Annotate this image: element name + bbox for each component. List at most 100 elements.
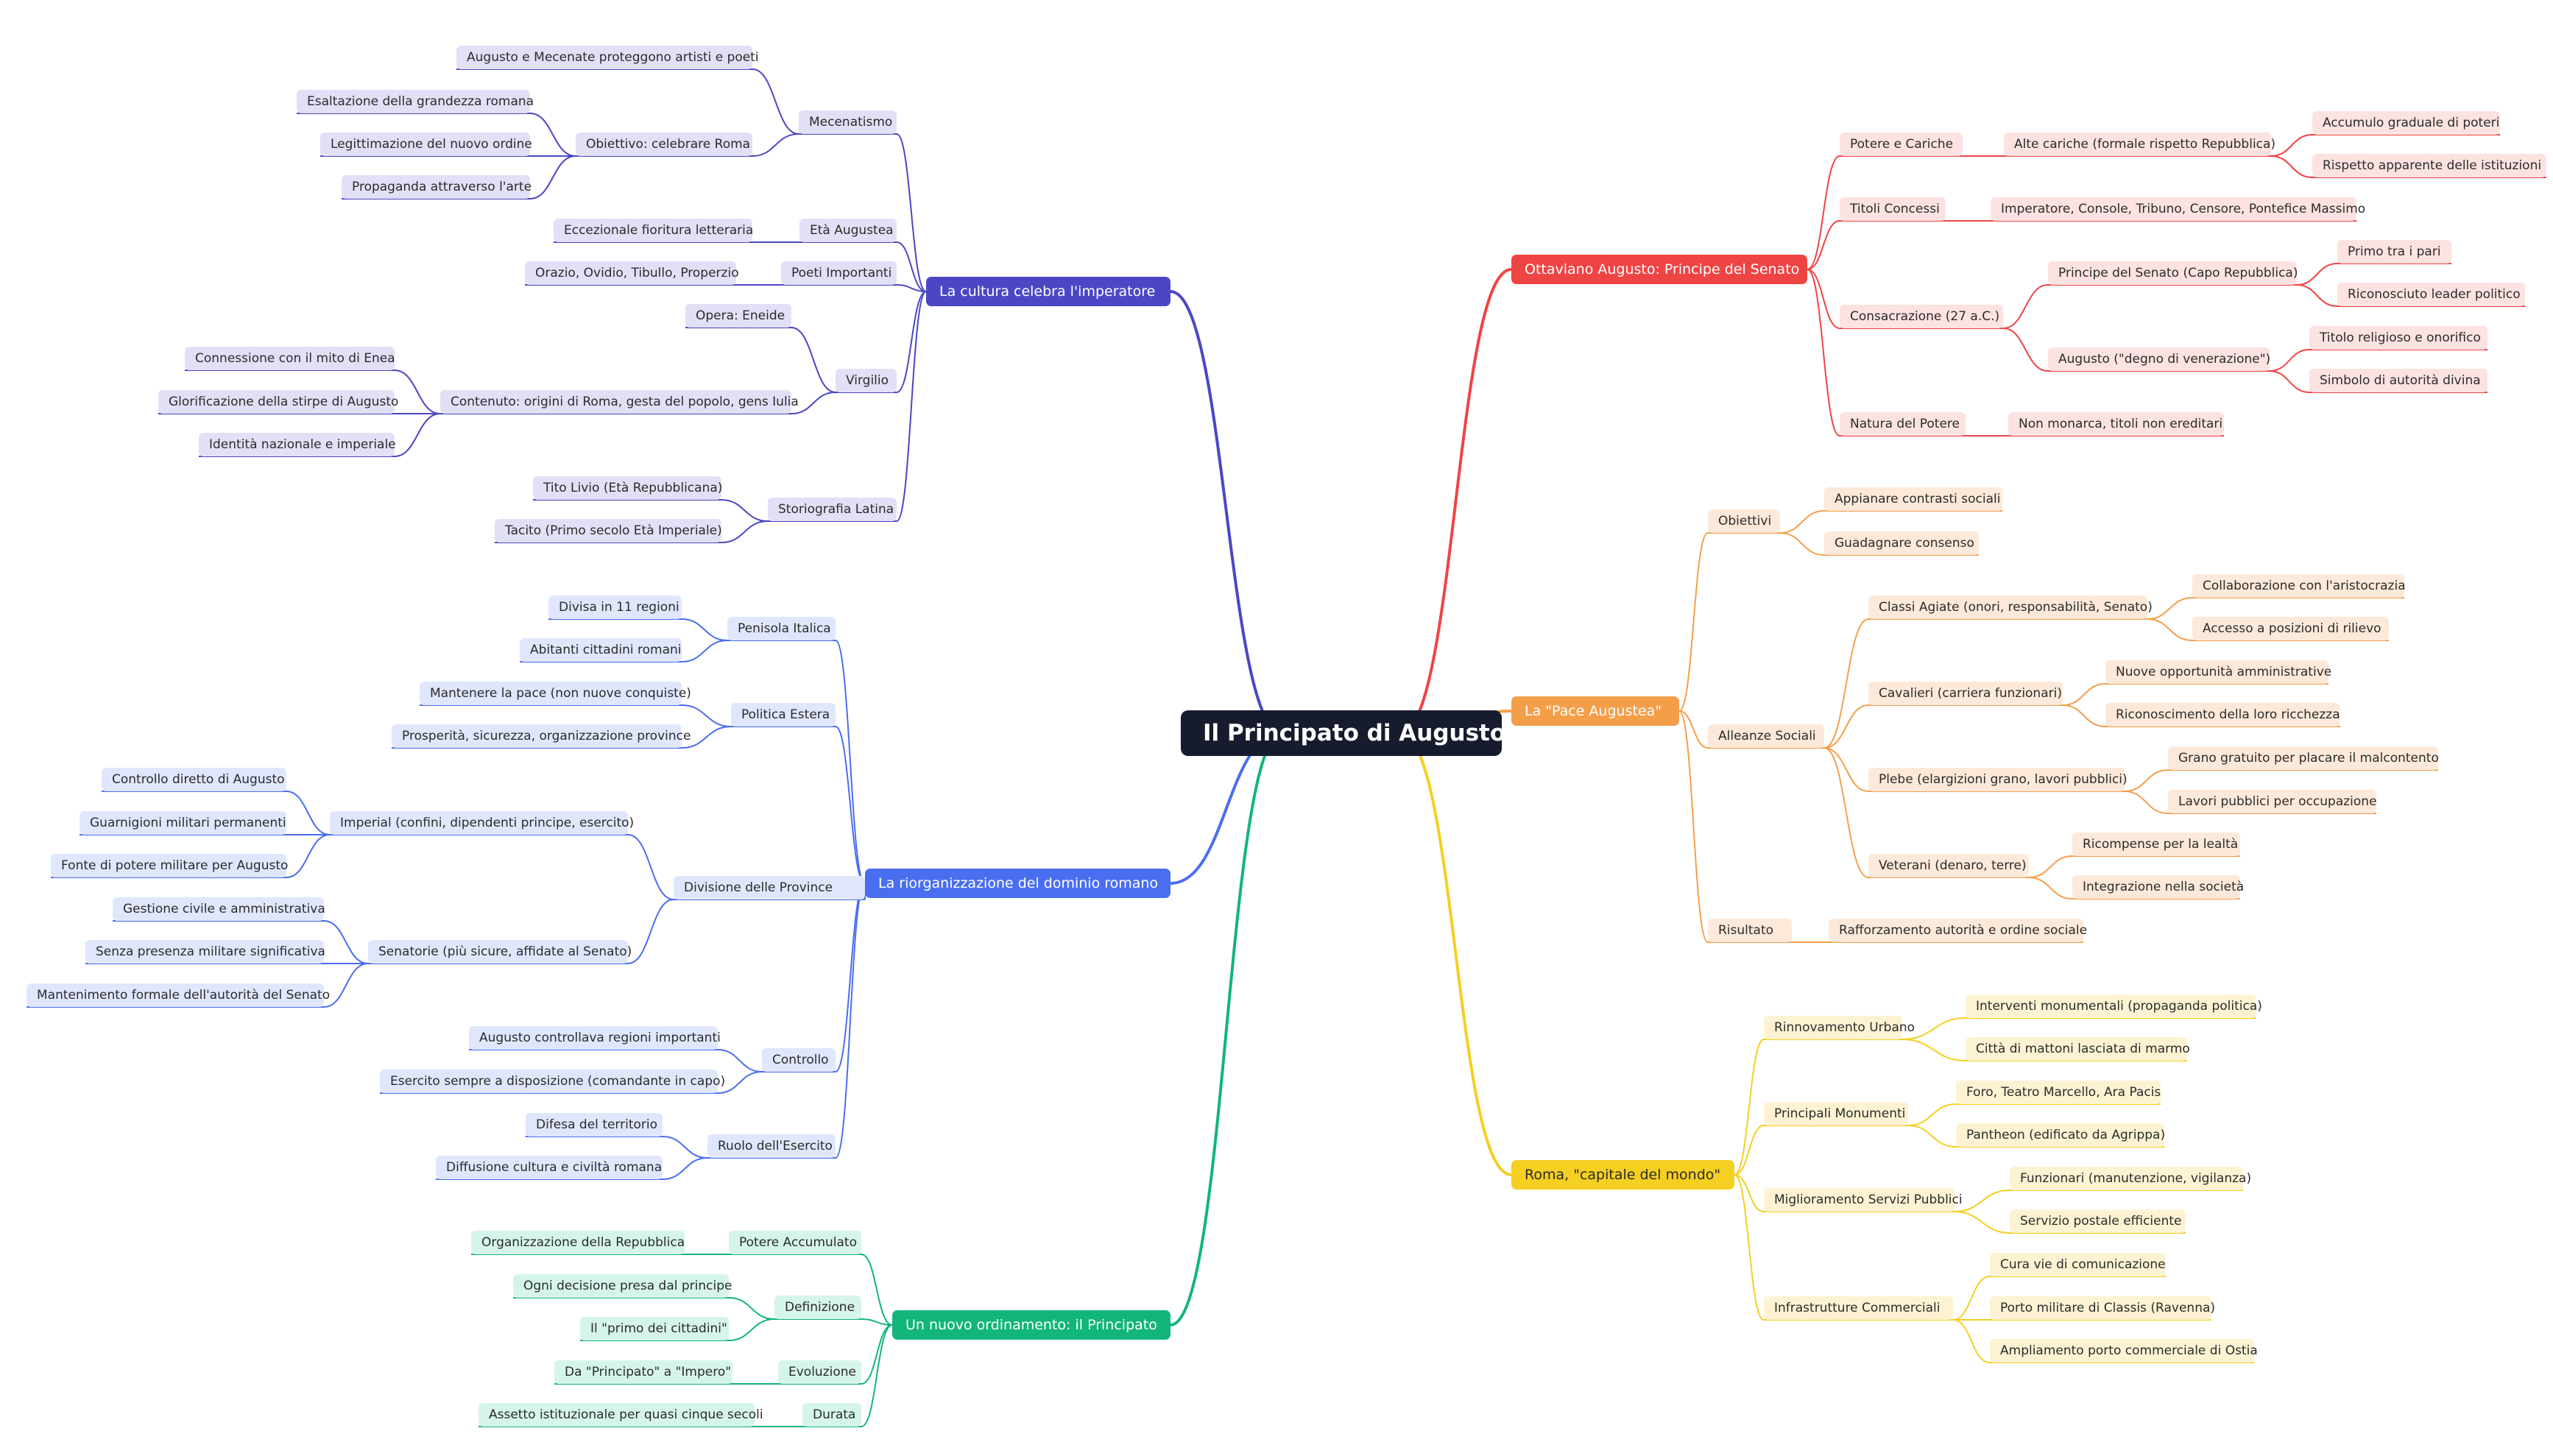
ampliamento-porto-commerciale-di-ostia[interactable]: Ampliamento porto commerciale di Ostia [1990,1339,2258,1363]
abitanti-cittadini-romani[interactable]: Abitanti cittadini romani [520,638,682,662]
accumulo-graduale-di-poteri[interactable]: Accumulo graduale di poteri [2312,111,2500,135]
cura-vie-di-comunicazione[interactable]: Cura vie di comunicazione [1990,1253,2166,1276]
senatorie-piu-sicure-affidate-al-senato[interactable]: Senatorie (più sicure, affidate al Senat… [368,940,632,964]
natura-del-potere[interactable]: Natura del Potere [1840,412,1966,436]
assetto-istituzionale-per-quasi-cinque-secoli[interactable]: Assetto istituzionale per quasi cinque s… [479,1403,763,1427]
augusto-e-mecenate-proteggono-artisti-e-poeti[interactable]: Augusto e Mecenate proteggono artisti e … [456,46,759,69]
integrazione-nella-societa[interactable]: Integrazione nella società [2072,875,2244,899]
guarnigioni-militari-permanenti[interactable]: Guarnigioni militari permanenti [80,811,286,835]
evoluzione[interactable]: Evoluzione [778,1360,861,1384]
potere-e-cariche[interactable]: Potere e Cariche [1840,132,1963,156]
primo-tra-i-pari[interactable]: Primo tra i pari [2337,240,2451,264]
storiografia-latina[interactable]: Storiografia Latina [768,498,897,521]
penisola-italica[interactable]: Penisola Italica [727,617,836,640]
difesa-del-territorio[interactable]: Difesa del territorio [526,1113,663,1137]
glorificazione-della-stirpe-di-augusto[interactable]: Glorificazione della stirpe di Augusto [158,390,398,414]
veterani-denaro-terre[interactable]: Veterani (denaro, terre) [1868,854,2029,877]
legittimazione-del-nuovo-ordine[interactable]: Legittimazione del nuovo ordine [320,132,532,156]
porto-militare-di-classis-ravenna[interactable]: Porto militare di Classis (Ravenna) [1990,1296,2215,1320]
mecenatismo[interactable]: Mecenatismo [799,110,897,134]
principe-del-senato-capo-repubblica[interactable]: Principe del Senato (Capo Repubblica) [2048,261,2298,285]
risultato[interactable]: Risultato [1708,919,1792,942]
riconosciuto-leader-politico[interactable]: Riconosciuto leader politico [2337,283,2525,306]
definizione[interactable]: Definizione [774,1296,861,1319]
interventi-monumentali-propaganda-politica[interactable]: Interventi monumentali (propaganda polit… [1966,994,2262,1018]
rinnovamento-urbano[interactable]: Rinnovamento Urbano [1764,1016,1915,1039]
branch-un-nuovo-ordinamento-il-principato[interactable]: Un nuovo ordinamento: il Principato [892,1310,1170,1340]
grano-gratuito-per-placare-il-malcontento[interactable]: Grano gratuito per placare il malcontent… [2168,746,2439,770]
gestione-civile-e-amministrativa[interactable]: Gestione civile e amministrativa [113,897,325,921]
guadagnare-consenso[interactable]: Guadagnare consenso [1824,531,1979,555]
cavalieri-carriera-funzionari[interactable]: Cavalieri (carriera funzionari) [1868,682,2063,705]
da-principato-a-impero[interactable]: Da "Principato" a "Impero" [554,1360,732,1384]
titolo-religioso-e-onorifico[interactable]: Titolo religioso e onorifico [2309,326,2487,350]
consacrazione-27-a-c[interactable]: Consacrazione (27 a.C.) [1840,305,2003,328]
connessione-con-il-mito-di-enea[interactable]: Connessione con il mito di Enea [185,347,395,370]
foro-teatro-marcello-ara-pacis[interactable]: Foro, Teatro Marcello, Ara Pacis [1956,1081,2161,1104]
titoli-concessi[interactable]: Titoli Concessi [1840,197,1946,221]
simbolo-di-autorita-divina[interactable]: Simbolo di autorità divina [2309,369,2487,392]
senza-presenza-militare-significativa[interactable]: Senza presenza militare significativa [85,940,325,964]
poeti-importanti[interactable]: Poeti Importanti [781,261,897,285]
branch-roma-capitale-del-mondo[interactable]: Roma, "capitale del mondo" [1511,1160,1734,1190]
nuove-opportunita-amministrative[interactable]: Nuove opportunità amministrative [2105,660,2331,684]
funzionari-manutenzione-vigilanza[interactable]: Funzionari (manutenzione, vigilanza) [2010,1167,2251,1190]
branch-la-riorganizzazione-del-dominio-romano[interactable]: La riorganizzazione del dominio romano [865,869,1170,898]
infrastrutture-commerciali[interactable]: Infrastrutture Commerciali [1764,1296,1953,1320]
divisione-delle-province[interactable]: Divisione delle Province [674,876,865,900]
tito-livio-eta-repubblicana[interactable]: Tito Livio (Età Repubblicana) [533,476,722,500]
opera-eneide[interactable]: Opera: Eneide [685,304,791,328]
branch-ottaviano-augusto-principe-del-senato[interactable]: Ottaviano Augusto: Principe del Senato [1511,255,1807,284]
ruolo-dell-esercito[interactable]: Ruolo dell'Esercito [707,1134,836,1158]
pantheon-edificato-da-agrippa[interactable]: Pantheon (edificato da Agrippa) [1956,1123,2165,1147]
rispetto-apparente-delle-istituzioni[interactable]: Rispetto apparente delle istituzioni [2312,154,2546,177]
eta-augustea[interactable]: Età Augustea [799,219,897,242]
root-node[interactable]: Il Principato di Augusto [1181,710,1505,756]
identita-nazionale-e-imperiale[interactable]: Identità nazionale e imperiale [199,433,396,456]
controllo-diretto-di-augusto[interactable]: Controllo diretto di Augusto [102,768,286,791]
plebe-elargizioni-grano-lavori-pubblici[interactable]: Plebe (elargizioni grano, lavori pubblic… [1868,768,2128,791]
collaborazione-con-l-aristocrazia[interactable]: Collaborazione con l'aristocrazia [2192,574,2406,598]
rafforzamento-autorita-e-ordine-sociale[interactable]: Rafforzamento autorità e ordine sociale [1829,919,2087,942]
branch-la-pace-augustea[interactable]: La "Pace Augustea" [1511,696,1679,726]
obiettivi[interactable]: Obiettivi [1708,509,1780,533]
politica-estera[interactable]: Politica Estera [731,703,836,727]
imperatore-console-tribuno-censore-pontefice-mas[interactable]: Imperatore, Console, Tribuno, Censore, P… [1991,197,2365,221]
tacito-primo-secolo-eta-imperiale[interactable]: Tacito (Primo secolo Età Imperiale) [495,519,722,543]
ricompense-per-la-lealta[interactable]: Ricompense per la lealtà [2072,833,2240,856]
branch-la-cultura-celebra-l-imperatore[interactable]: La cultura celebra l'imperatore [926,277,1170,306]
alleanze-sociali[interactable]: Alleanze Sociali [1708,724,1824,748]
ogni-decisione-presa-dal-principe[interactable]: Ogni decisione presa dal principe [513,1274,732,1298]
miglioramento-servizi-pubblici[interactable]: Miglioramento Servizi Pubblici [1764,1188,1963,1212]
alte-cariche-formale-rispetto-repubblica[interactable]: Alte cariche (formale rispetto Repubblic… [2004,132,2275,156]
appianare-contrasti-sociali[interactable]: Appianare contrasti sociali [1824,487,2002,511]
eccezionale-fioritura-letteraria[interactable]: Eccezionale fioritura letteraria [554,219,753,242]
mantenimento-formale-dell-autorita-del-senato[interactable]: Mantenimento formale dell'autorità del S… [27,983,330,1007]
fonte-di-potere-militare-per-augusto[interactable]: Fonte di potere militare per Augusto [51,854,288,877]
classi-agiate-onori-responsabilita-senato[interactable]: Classi Agiate (onori, responsabilità, Se… [1868,596,2153,619]
mantenere-la-pace-non-nuove-conquiste[interactable]: Mantenere la pace (non nuove conquiste) [420,682,691,705]
principali-monumenti[interactable]: Principali Monumenti [1764,1102,1908,1125]
organizzazione-della-repubblica[interactable]: Organizzazione della Repubblica [471,1231,685,1254]
servizio-postale-efficiente[interactable]: Servizio postale efficiente [2010,1209,2186,1233]
potere-accumulato[interactable]: Potere Accumulato [729,1231,861,1254]
augusto-degno-di-venerazione[interactable]: Augusto ("degno di venerazione") [2048,347,2270,371]
non-monarca-titoli-non-ereditari[interactable]: Non monarca, titoli non ereditari [2008,412,2224,436]
obiettivo-celebrare-roma[interactable]: Obiettivo: celebrare Roma [576,132,752,156]
controllo[interactable]: Controllo [762,1048,836,1072]
accesso-a-posizioni-di-rilievo[interactable]: Accesso a posizioni di rilievo [2192,617,2389,640]
imperial-confini-dipendenti-principe-esercito[interactable]: Imperial (confini, dipendenti principe, … [330,811,634,835]
propaganda-attraverso-l-arte[interactable]: Propaganda attraverso l'arte [342,175,532,199]
il-primo-dei-cittadini[interactable]: Il "primo dei cittadini" [580,1317,729,1340]
riconoscimento-della-loro-ricchezza[interactable]: Riconoscimento della loro ricchezza [2105,703,2340,727]
prosperita-sicurezza-organizzazione-province[interactable]: Prosperità, sicurezza, organizzazione pr… [392,724,691,748]
diffusione-cultura-e-civilta-romana[interactable]: Diffusione cultura e civiltà romana [436,1156,663,1179]
virgilio[interactable]: Virgilio [836,369,897,392]
divisa-in-11-regioni[interactable]: Divisa in 11 regioni [548,596,682,619]
contenuto-origini-di-roma-gesta-del-popolo-gens-[interactable]: Contenuto: origini di Roma, gesta del po… [440,390,799,414]
lavori-pubblici-per-occupazione[interactable]: Lavori pubblici per occupazione [2168,790,2377,813]
augusto-controllava-regioni-importanti[interactable]: Augusto controllava regioni importanti [469,1026,721,1050]
esaltazione-della-grandezza-romana[interactable]: Esaltazione della grandezza romana [297,90,534,113]
durata[interactable]: Durata [802,1403,861,1427]
orazio-ovidio-tibullo-properzio[interactable]: Orazio, Ovidio, Tibullo, Properzio [525,261,739,285]
